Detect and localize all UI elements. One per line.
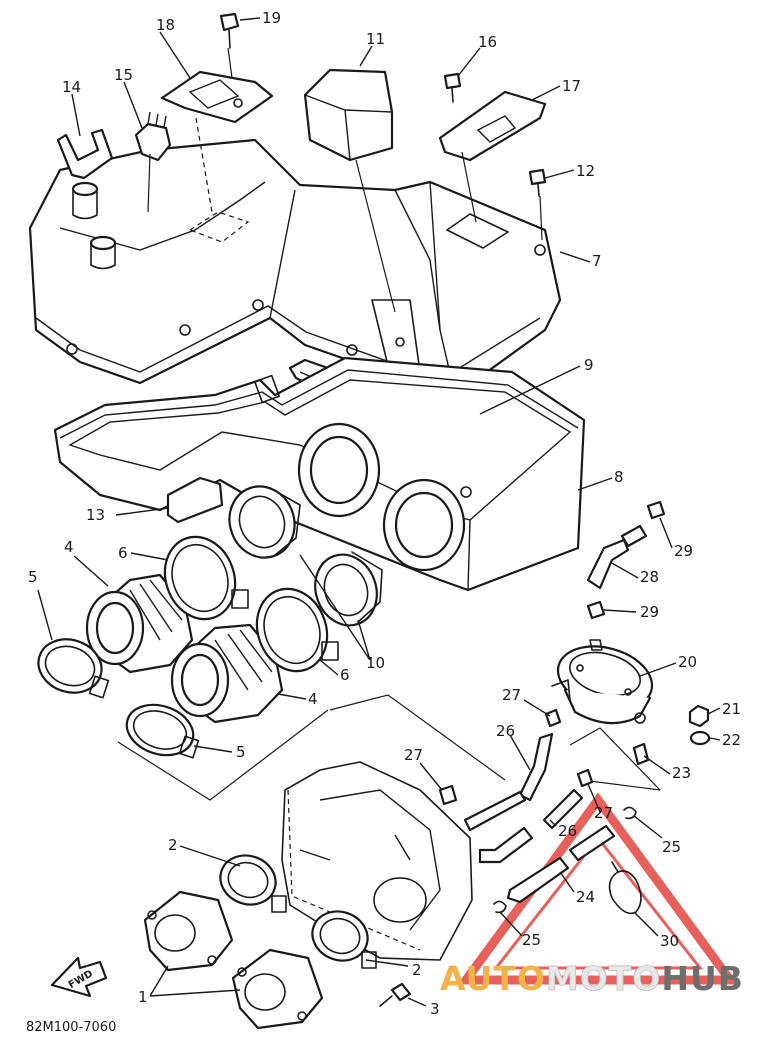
clip-27-a <box>544 708 562 728</box>
callout-22: 22 <box>722 731 741 749</box>
funnel-lower <box>314 551 383 627</box>
part-code: 82M100-7060 <box>26 1020 116 1035</box>
clip-25-upper <box>623 806 637 820</box>
callout-7: 7 <box>592 252 602 270</box>
callout-6a: 6 <box>118 544 128 562</box>
callout-10: 10 <box>366 654 385 672</box>
callout-16: 16 <box>478 33 497 51</box>
hose-26-upper <box>463 732 554 832</box>
bracket-18 <box>160 70 274 124</box>
hose-28 <box>586 524 648 590</box>
callout-19: 19 <box>262 9 281 27</box>
callout-15: 15 <box>114 66 133 84</box>
washer-22 <box>689 730 711 746</box>
watermark-hub: HUB <box>661 959 744 998</box>
callout-21: 21 <box>722 700 741 718</box>
bracket-17 <box>438 90 547 162</box>
callout-25a: 25 <box>662 838 681 856</box>
spring-clip-30 <box>608 861 642 915</box>
carb-joint-upper <box>143 890 234 972</box>
callout-6b: 6 <box>340 666 350 684</box>
screw-16 <box>443 72 462 103</box>
callout-5b: 5 <box>236 743 246 761</box>
callout-17: 17 <box>562 77 581 95</box>
assembly-guide-lines <box>117 47 661 951</box>
watermark-auto: AUTO <box>440 959 546 998</box>
watermark-triangle <box>457 792 739 985</box>
callout-23: 23 <box>672 764 691 782</box>
intake-joint-upper <box>85 573 194 674</box>
callout-3: 3 <box>430 1000 440 1018</box>
rubber-cap <box>303 68 421 383</box>
callout-18: 18 <box>156 16 175 34</box>
hose-26-lower <box>478 788 584 864</box>
clip-15 <box>134 111 172 162</box>
svg-text:AUTOMOTOHUB: AUTOMOTOHUB <box>440 959 744 998</box>
carb-joint-lower <box>231 948 324 1030</box>
callout-9: 9 <box>584 356 594 374</box>
clip-14 <box>56 128 114 180</box>
clip-29-upper <box>646 500 666 520</box>
callout-2a: 2 <box>168 836 178 854</box>
intake-joint-lower <box>170 623 284 724</box>
callout-leader-lines <box>37 17 721 1007</box>
hose-24 <box>506 824 616 904</box>
carb-clamp-lower <box>311 910 377 969</box>
callout-13: 13 <box>86 506 105 524</box>
screw-3 <box>379 982 412 1007</box>
air-filter-case-cover <box>28 138 562 397</box>
callout-2b: 2 <box>412 961 422 979</box>
engine-outline <box>281 761 473 961</box>
callout-27b: 27 <box>404 746 423 764</box>
callout-12: 12 <box>576 162 595 180</box>
screw-12 <box>528 168 547 197</box>
clip-29-lower <box>586 600 606 620</box>
funnel-upper <box>228 485 301 559</box>
callout-14: 14 <box>62 78 81 96</box>
hose-clamp-lower <box>125 703 200 759</box>
clamp-ring-lower <box>255 587 339 673</box>
callout-numbers: 18 19 11 16 17 14 15 12 7 9 8 13 4 6 5 1… <box>28 9 741 1018</box>
air-filter-case <box>53 356 586 592</box>
hose-clamp-upper <box>37 638 110 699</box>
clip-25-lower <box>493 900 507 914</box>
callout-4b: 4 <box>308 690 318 708</box>
watermark-moto: MOTO <box>546 959 661 998</box>
callout-29a: 29 <box>674 542 693 560</box>
callout-26a: 26 <box>496 722 515 740</box>
air-cut-valve <box>551 639 654 725</box>
callout-24: 24 <box>576 888 595 906</box>
callout-8: 8 <box>614 468 624 486</box>
clip-27-c <box>576 768 594 788</box>
callout-28: 28 <box>640 568 659 586</box>
callout-26b: 26 <box>558 822 577 840</box>
callout-27a: 27 <box>502 686 521 704</box>
carb-clamp-upper <box>219 854 287 913</box>
callout-25b: 25 <box>522 931 541 949</box>
callout-29b: 29 <box>640 603 659 621</box>
hose-23 <box>632 742 650 766</box>
nut-21 <box>688 704 710 728</box>
clamp-ring-upper <box>163 535 249 621</box>
callout-20: 20 <box>678 653 697 671</box>
callout-11: 11 <box>366 30 385 48</box>
plate <box>166 476 224 524</box>
callout-1: 1 <box>138 988 148 1006</box>
callout-27c: 27 <box>594 804 613 822</box>
forward-direction-arrow: FWD <box>50 956 108 998</box>
watermark-logo: AUTOMOTOHUB <box>440 959 744 999</box>
screw-19 <box>219 12 240 49</box>
callout-5a: 5 <box>28 568 38 586</box>
clip-27-b <box>438 784 458 806</box>
callout-4a: 4 <box>64 538 74 556</box>
callout-30: 30 <box>660 932 679 950</box>
